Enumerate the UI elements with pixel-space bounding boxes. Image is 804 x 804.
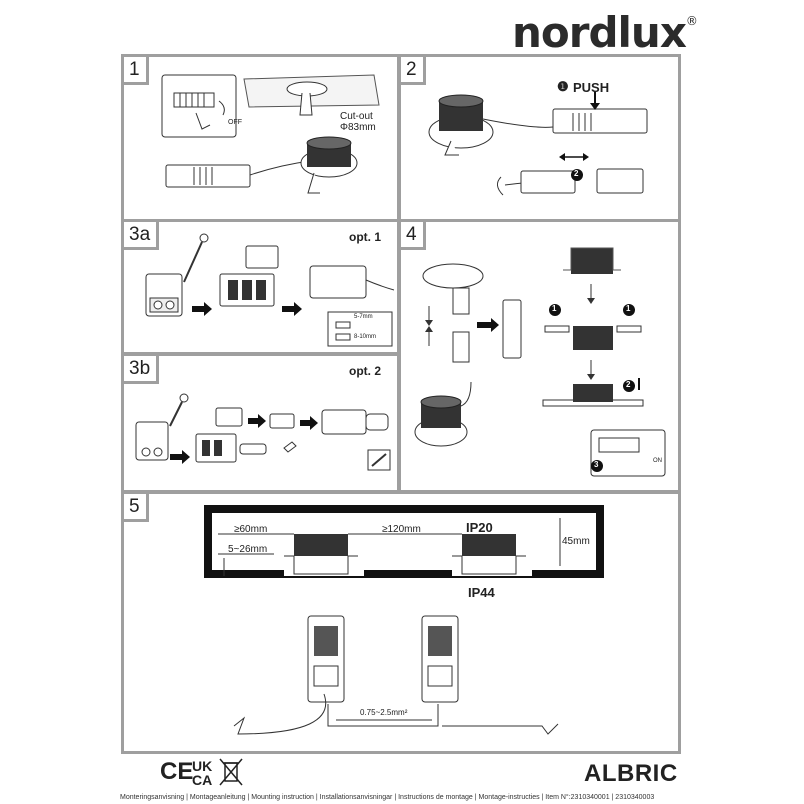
ip-rating-top: IP20 xyxy=(466,520,493,535)
product-name: ALBRIC xyxy=(584,760,678,787)
strip-length-2: 8-10mm xyxy=(354,334,377,340)
ce-mark: CE xyxy=(160,758,194,785)
step-number-1: 1 xyxy=(124,57,149,85)
sub-step-1-right: 1 xyxy=(626,304,631,313)
option-label-3b: opt. 2 xyxy=(349,364,381,378)
step-1-illustration xyxy=(161,74,380,194)
switch-on-label: ON xyxy=(653,458,662,464)
switch-off-label: OFF xyxy=(228,119,242,126)
brand-name: nordlux xyxy=(512,8,687,57)
step-3a-illustration xyxy=(145,233,395,347)
strip-length-1: 5-7mm xyxy=(354,314,373,320)
step-4-illustration xyxy=(414,247,666,477)
registered-mark: ® xyxy=(685,14,698,28)
option-label-3a: opt. 1 xyxy=(349,230,381,244)
panel-step-1: 1 Cut-out Φ83mm OFF xyxy=(124,57,397,219)
distance-between: ≥120mm xyxy=(382,524,421,535)
brand-logo: nordlux® xyxy=(512,8,698,57)
cutout-label: Cut-out xyxy=(340,111,373,122)
sub-step-2: 2 xyxy=(626,380,631,389)
weee-bin-icon xyxy=(219,758,243,786)
distance-edge: ≥60mm xyxy=(234,524,268,535)
distance-side: 5~26mm xyxy=(228,544,268,555)
sub-step-2: 2 xyxy=(574,169,579,178)
panel-step-3a: 3a opt. 1 5-7mm 8-10mm xyxy=(124,222,397,352)
sub-step-3: 3 xyxy=(594,460,599,469)
step-number-5: 5 xyxy=(124,494,149,522)
ip-rating-bottom: IP44 xyxy=(468,585,495,600)
ukca-mark-top: UK xyxy=(192,758,213,774)
step-number-3b: 3b xyxy=(124,356,160,384)
step-number-2: 2 xyxy=(401,57,426,85)
instruction-frame: 1 Cut-out Φ83mm OFF 2 xyxy=(121,54,681,754)
step-5-illustration xyxy=(204,505,604,735)
step-number-4: 4 xyxy=(401,222,426,250)
sub-step-1-left: 1 xyxy=(552,304,557,313)
panel-step-4: 4 1 xyxy=(401,222,678,490)
depth-label: 45mm xyxy=(562,536,590,547)
step-2-illustration xyxy=(428,91,648,196)
panel-step-5: 5 IP20 IP44 ≥60mm ≥1 xyxy=(124,494,678,751)
step-number-3a: 3a xyxy=(124,222,160,250)
cutout-size: Φ83mm xyxy=(340,122,376,133)
footer-instructions: Monteringsanvisning | Montageanleitung |… xyxy=(120,794,655,801)
panel-step-2: 2 ❶ PUSH 2 xyxy=(401,57,678,219)
push-number: ❶ xyxy=(557,79,569,94)
push-label: PUSH xyxy=(573,80,610,95)
step-3b-illustration xyxy=(135,393,391,471)
panel-step-3b: 3b opt. 2 xyxy=(124,356,397,490)
cable-size-label: 0.75~2.5mm² xyxy=(360,708,408,717)
ukca-mark-bottom: CA xyxy=(192,772,213,788)
